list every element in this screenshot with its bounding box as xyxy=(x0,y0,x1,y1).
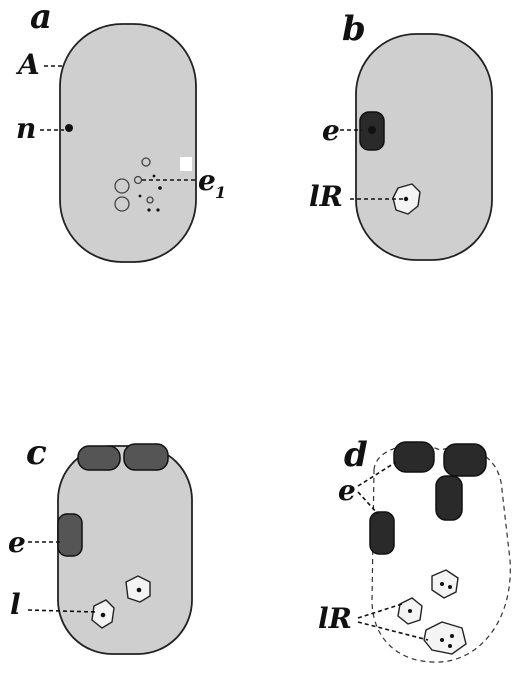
panel-d-vacuole-upper xyxy=(432,570,458,598)
panel-d-vacuole-lower-dot-3 xyxy=(448,644,452,648)
panel-b-label-lR: lR xyxy=(309,180,343,213)
panel-d-leader-lR-1 xyxy=(358,604,402,618)
panel-d-label-e: e xyxy=(338,474,356,507)
panel-b-body-e-core xyxy=(368,126,376,134)
panel-d-body-left xyxy=(370,512,394,554)
panel-c-vacuole-l-dot xyxy=(101,613,106,618)
panel-d-vacuole-upper-dot-1 xyxy=(440,582,444,586)
panel-d-vacuole-middle-dot xyxy=(408,609,412,613)
panel-c-body-e xyxy=(58,514,82,556)
panel-c-body-top-right xyxy=(124,444,168,470)
panel-d-body-top-left xyxy=(394,442,434,472)
panel-d-vacuole-upper-dot-2 xyxy=(448,585,452,589)
panel-c-body-top-left xyxy=(78,446,120,470)
panel-a-letter: a xyxy=(30,0,52,37)
panel-d-leader-lR-2 xyxy=(358,622,428,640)
panel-d-body-lower xyxy=(436,476,462,520)
panel-c-vacuole-upper-dot xyxy=(137,588,142,593)
panel-d-letter: d xyxy=(344,435,368,475)
panel-c-letter: c xyxy=(26,433,47,473)
panel-d-vacuole-lower-dot-1 xyxy=(440,638,444,642)
panel-a: a A n e 1 xyxy=(15,0,226,262)
panel-b-label-e: e xyxy=(322,114,340,147)
panel-a-label-e1-subscript: 1 xyxy=(215,183,226,202)
panel-b-letter: b xyxy=(342,9,366,49)
panel-a-nucleus-n xyxy=(65,124,73,132)
panel-d: d e lR xyxy=(318,435,510,662)
panel-d-leader-e-2 xyxy=(358,492,378,514)
panel-a-label-n: n xyxy=(16,112,36,145)
panel-a-label-e1: e xyxy=(198,164,216,197)
panel-d-vacuole-lower xyxy=(424,622,466,654)
panel-c-label-e: e xyxy=(8,526,26,559)
panel-c-label-l: l xyxy=(10,588,21,621)
panel-a-label-A: A xyxy=(15,48,40,81)
panel-a-cell xyxy=(60,24,196,262)
panel-d-body-top-right xyxy=(444,444,486,476)
panel-d-label-lR: lR xyxy=(318,602,352,635)
panel-d-vacuole-lower-dot-2 xyxy=(450,634,454,638)
panel-b-vacuole-dot xyxy=(404,197,408,201)
panel-b: b e lR xyxy=(309,9,492,260)
panel-c: c e l xyxy=(8,433,192,654)
